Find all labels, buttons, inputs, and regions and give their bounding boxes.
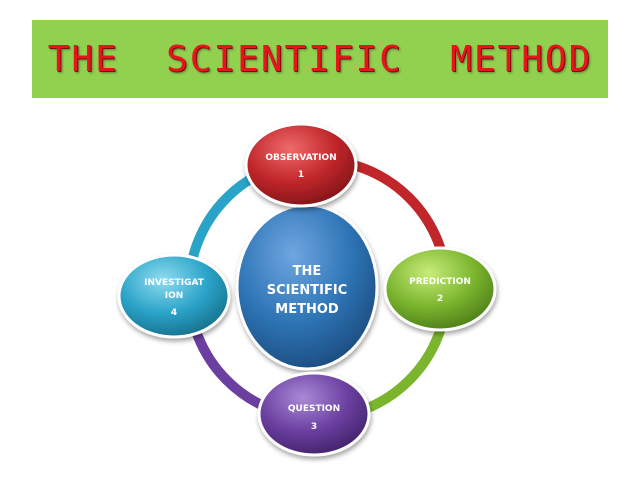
step-observation-shape bbox=[244, 122, 358, 208]
step-prediction-number: 2 bbox=[437, 294, 443, 304]
step-observation-number: 1 bbox=[298, 170, 304, 180]
step-prediction-shape bbox=[383, 246, 497, 332]
center-label-line-3: METHOD bbox=[275, 302, 339, 317]
step-investigation-shape bbox=[117, 253, 231, 339]
step-investigation-label-line-2: ION bbox=[165, 291, 184, 301]
step-question-number: 3 bbox=[311, 422, 317, 432]
step-question-label: QUESTION bbox=[288, 404, 340, 414]
page-title: THE SCIENTIFIC METHOD bbox=[47, 38, 593, 80]
step-observation-node: OBSERVATION 1 bbox=[244, 122, 358, 208]
step-question-node: QUESTION 3 bbox=[257, 371, 371, 457]
step-investigation-node: INVESTIGAT ION 4 bbox=[117, 253, 231, 339]
step-investigation-label-line-1: INVESTIGAT bbox=[144, 278, 205, 288]
step-observation-label: OBSERVATION bbox=[265, 153, 336, 163]
step-question-shape bbox=[257, 371, 371, 457]
step-prediction-node: PREDICTION 2 bbox=[383, 246, 497, 332]
step-prediction-label: PREDICTION bbox=[409, 277, 471, 287]
title-banner: THE SCIENTIFIC METHOD bbox=[32, 20, 608, 98]
step-investigation-number: 4 bbox=[171, 308, 177, 318]
center-label-line-2: SCIENTIFIC bbox=[267, 283, 347, 298]
center-node: THE SCIENTIFIC METHOD bbox=[235, 203, 379, 371]
center-label-line-1: THE bbox=[293, 264, 322, 279]
